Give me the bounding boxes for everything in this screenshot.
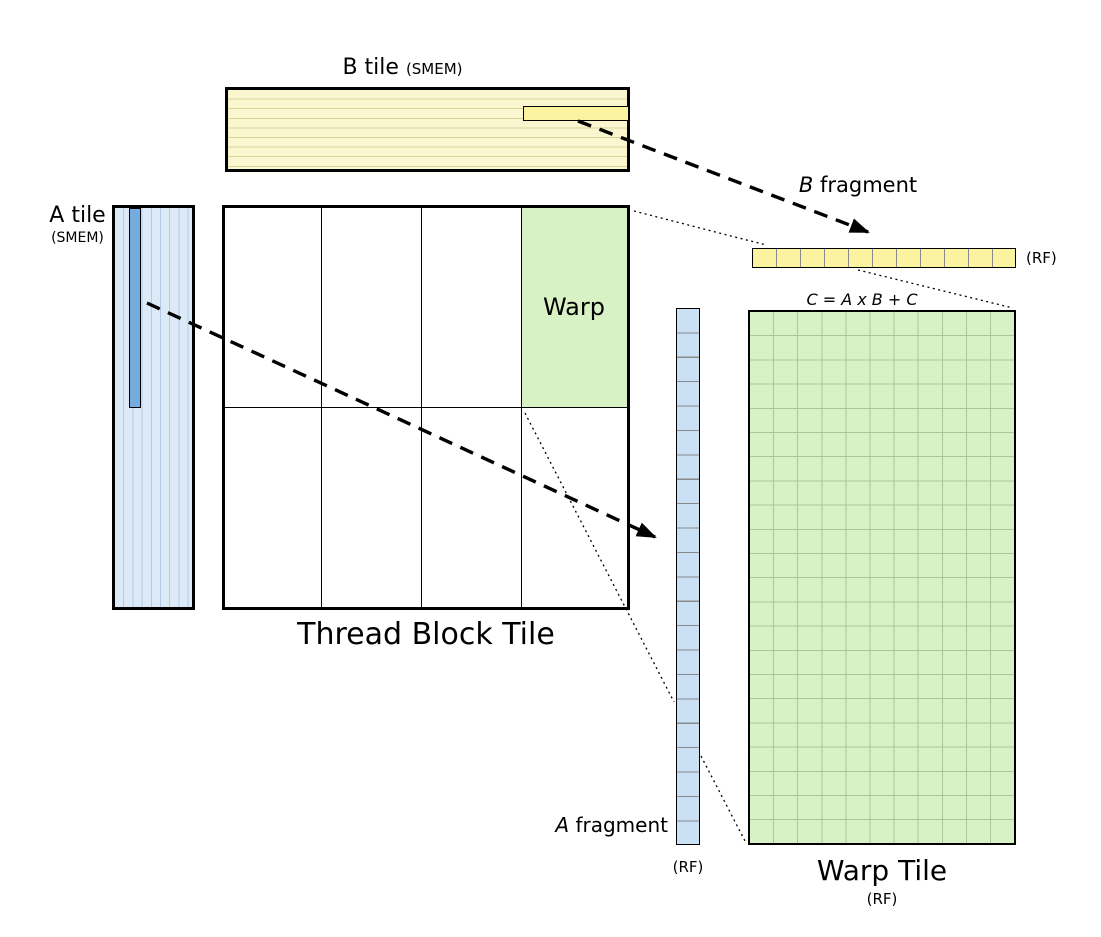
b-subtile-highlight [523, 106, 629, 121]
a-tile-mem-label: (SMEM) [51, 230, 104, 246]
thread-block-tile-grid: Warp [225, 208, 627, 607]
b-tile-mem-label: (SMEM) [405, 60, 463, 78]
a-fragment-label: A fragment [520, 813, 668, 837]
a-tile-label: A tile (SMEM) [30, 204, 125, 248]
b-fragment-label: B fragment [768, 173, 948, 197]
b-fragment-word: fragment [819, 173, 918, 197]
b-tile-label: B tile (SMEM) [200, 55, 605, 80]
a-fragment-letter: A [555, 813, 570, 837]
a-fragment-rf [676, 308, 700, 845]
grid-line [225, 407, 627, 409]
zoom-line-bottom-b [700, 755, 746, 842]
b-tile-smem [225, 87, 630, 172]
warp-label: Warp [542, 293, 605, 321]
warp-tile-label: Warp Tile [816, 854, 948, 887]
zoom-line-top-a [633, 210, 767, 246]
gemm-formula: C = A x B + C [806, 290, 918, 309]
b-tile-title: B tile [342, 55, 399, 80]
b-fragment-rf-label: (RF) [1026, 249, 1057, 267]
thread-block-tile: Warp [222, 205, 630, 610]
warp-tile-rf-label: (RF) [866, 890, 898, 908]
a-fragment-rf-label: (RF) [672, 858, 704, 876]
a-fragment-word: fragment [575, 813, 668, 837]
a-subtile-highlight [129, 208, 141, 408]
b-fragment-rf [752, 248, 1016, 268]
thread-block-tile-label: Thread Block Tile [297, 617, 555, 652]
a-tile-title: A tile [49, 203, 106, 228]
b-fragment-letter: B [798, 173, 814, 197]
warp-tile [748, 310, 1016, 845]
a-tile-smem [112, 205, 195, 610]
